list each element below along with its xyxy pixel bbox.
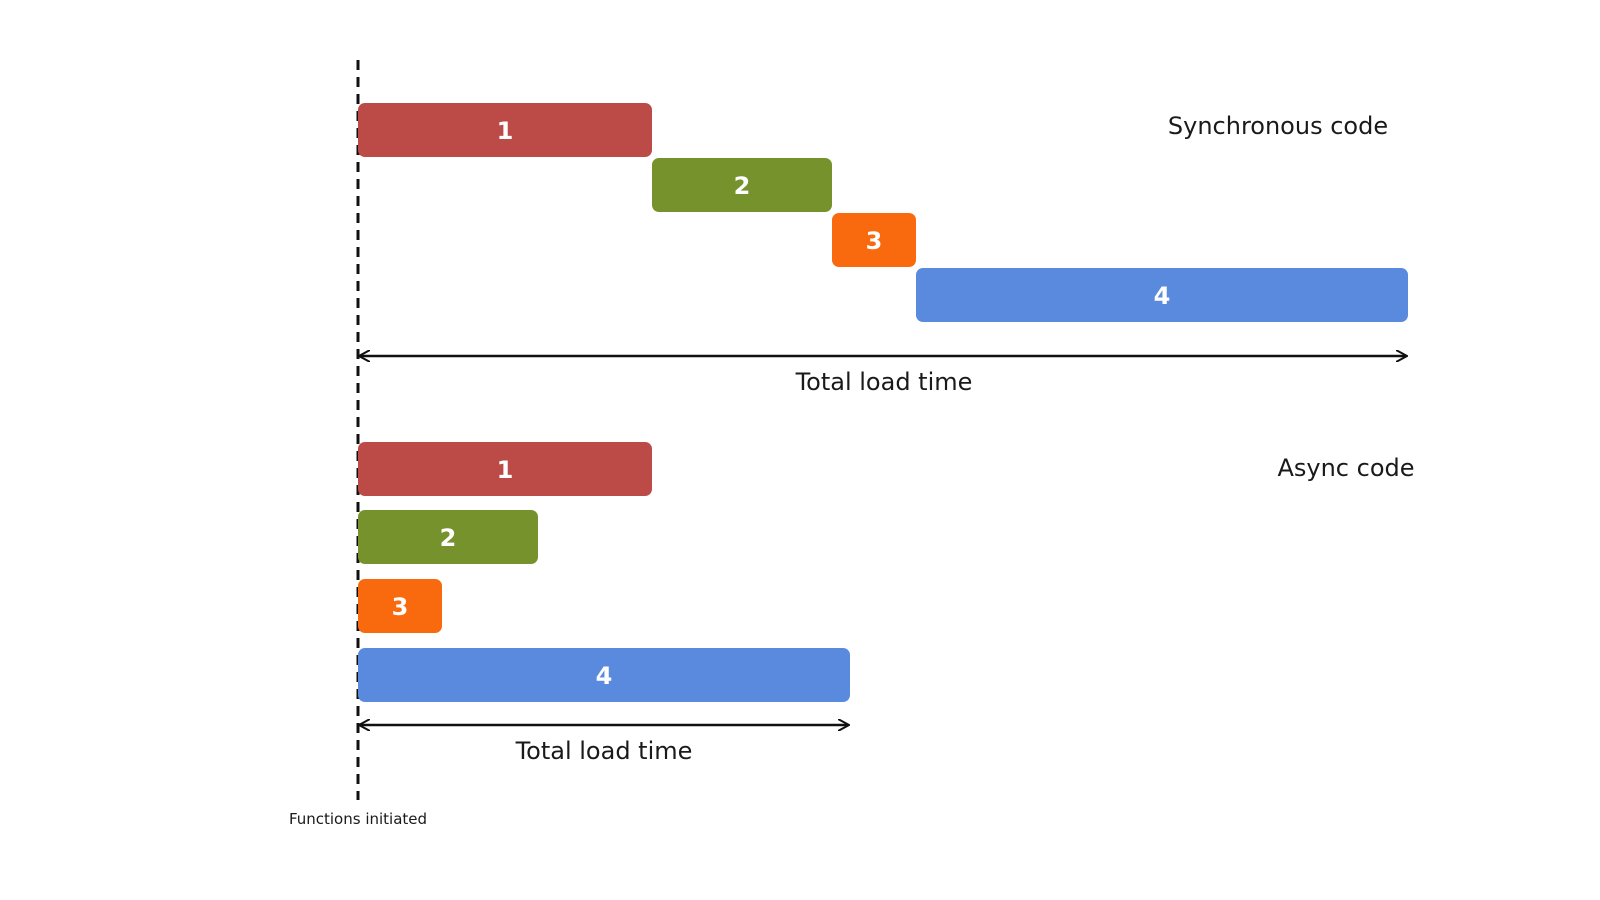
async-task-bar-4 — [358, 648, 850, 702]
sync-section-label: Synchronous code — [1168, 112, 1388, 140]
async-task-bar-2 — [358, 510, 538, 564]
async-task-bars: 1 2 3 4 — [358, 442, 850, 702]
sync-task-bar-4 — [916, 268, 1408, 322]
async-task-label-1: 1 — [497, 456, 514, 484]
sync-task-bar-2 — [652, 158, 832, 212]
async-task-label-3: 3 — [392, 593, 409, 621]
sync-task-bar-1 — [358, 103, 652, 157]
async-task-bar-3 — [358, 579, 442, 633]
sync-task-label-4: 4 — [1154, 282, 1171, 310]
async-total-load-label: Total load time — [515, 737, 693, 765]
sync-task-bar-3 — [832, 213, 916, 267]
async-task-bar-1 — [358, 442, 652, 496]
sync-task-label-2: 2 — [734, 172, 751, 200]
sync-task-bars: 1 2 3 4 — [358, 103, 1408, 322]
async-task-label-2: 2 — [440, 524, 457, 552]
async-task-label-4: 4 — [596, 662, 613, 690]
functions-initiated-label: Functions initiated — [289, 810, 427, 828]
sync-task-label-1: 1 — [497, 117, 514, 145]
sync-task-label-3: 3 — [866, 227, 883, 255]
sync-total-load-label: Total load time — [795, 368, 973, 396]
async-section-label: Async code — [1277, 454, 1414, 482]
